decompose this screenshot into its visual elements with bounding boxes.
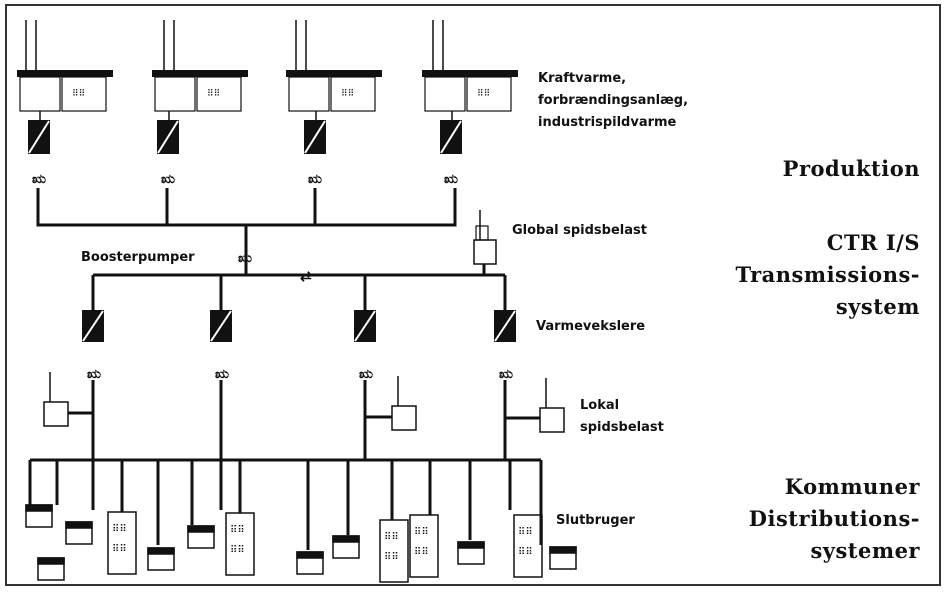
global-peak-boiler [473, 210, 497, 275]
exchanger-downpipes [91, 380, 507, 460]
svg-text:⠿⠿: ⠿⠿ [112, 524, 127, 535]
svg-text:⠿⠿: ⠿⠿ [72, 88, 85, 98]
consumer-apartment-blocks [107, 511, 543, 583]
svg-text:ಋ: ಋ [359, 366, 373, 381]
local-peak-boiler-1 [43, 372, 93, 427]
section-distribution-line-1: Kommuner [785, 474, 921, 499]
svg-text:ಋ: ಋ [32, 171, 46, 186]
svg-text:⠿⠿: ⠿⠿ [384, 532, 399, 543]
local-peak-boiler-2 [365, 376, 417, 431]
plants-label-line-1: Kraftvarme, [538, 71, 626, 86]
section-transmission-line-3: system [836, 294, 920, 319]
svg-text:ಋ: ಋ [444, 171, 458, 186]
svg-text:⠿⠿: ⠿⠿ [230, 545, 245, 556]
section-production: Produktion [783, 156, 920, 181]
local-peak-boiler-3 [505, 378, 565, 433]
svg-text:ಋ: ಋ [215, 366, 229, 381]
svg-text:ಋ: ಋ [499, 366, 513, 381]
svg-text:⠿⠿: ⠿⠿ [414, 527, 429, 538]
heat-exchanger-1: ಋ [82, 310, 104, 381]
global-peak-label: Global spidsbelast [512, 223, 647, 238]
consumer-houses [25, 504, 577, 581]
apartment-windows: ⠿⠿ ⠿⠿ ⠿⠿ ⠿⠿ ⠿⠿ ⠿⠿ ⠿⠿ ⠿⠿ ⠿⠿ ⠿⠿ [112, 524, 533, 563]
svg-text:⠿⠿: ⠿⠿ [207, 88, 220, 98]
production-plant-4: ⠿⠿ ಋ [422, 20, 518, 186]
svg-text:⠿⠿: ⠿⠿ [414, 547, 429, 558]
production-plant-3: ⠿⠿ ಋ [286, 20, 382, 186]
svg-text:ಋ: ಋ [308, 171, 322, 186]
production-collector-pipe [36, 188, 457, 227]
svg-text:⠿⠿: ⠿⠿ [341, 88, 354, 98]
plants-label-line-3: industrispildvarme [538, 115, 677, 130]
section-distribution-line-2: Distributions- [749, 506, 920, 531]
booster-label: Boosterpumper [81, 250, 195, 265]
production-plant-2: ⠿⠿ ಋ [152, 20, 248, 186]
flow-valve-icon: ⇄ [300, 270, 312, 285]
production-plant-1: ⠿⠿ ಋ [17, 20, 113, 186]
svg-text:⠿⠿: ⠿⠿ [477, 88, 490, 98]
exchangers-label: Varmevekslere [536, 319, 645, 334]
svg-text:⠿⠿: ⠿⠿ [230, 525, 245, 536]
diagram-frame [5, 4, 941, 586]
transmission-main-pipe [91, 273, 507, 310]
svg-text:ಋ: ಋ [161, 171, 175, 186]
svg-text:⠿⠿: ⠿⠿ [112, 544, 127, 555]
distribution-main-pipe [28, 458, 543, 550]
plants-label-line-2: forbrændingsanlæg, [538, 93, 688, 108]
svg-text:⠿⠿: ⠿⠿ [384, 552, 399, 563]
section-transmission-line-2: Transmissions- [736, 262, 921, 287]
section-distribution-line-3: systemer [810, 538, 920, 563]
consumers-label: Slutbruger [556, 513, 635, 528]
svg-text:ಋ: ಋ [87, 366, 101, 381]
heat-exchanger-4: ಋ [494, 310, 516, 381]
section-transmission-line-1: CTR I/S [827, 230, 920, 255]
svg-text:⠿⠿: ⠿⠿ [518, 527, 533, 538]
booster-pump-icon: ಋ [238, 250, 252, 265]
local-peak-label-line-1: Lokal [580, 398, 619, 413]
heat-exchanger-2: ಋ [210, 310, 232, 381]
local-peak-label-line-2: spidsbelast [580, 420, 664, 435]
heat-exchanger-3: ಋ [354, 310, 376, 381]
svg-text:⠿⠿: ⠿⠿ [518, 547, 533, 558]
